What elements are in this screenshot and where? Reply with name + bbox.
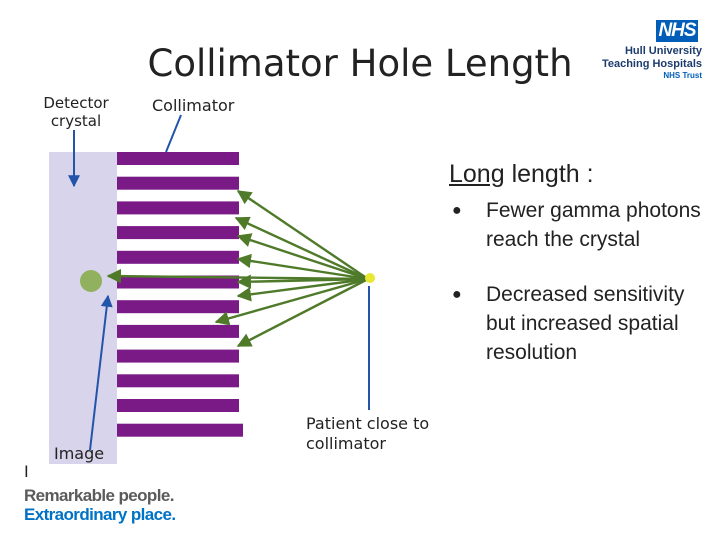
gamma-ray-arrow <box>236 277 369 348</box>
gamma-ray-arrow <box>234 216 369 281</box>
logo-line-3: NHS Trust <box>663 71 702 80</box>
gamma-ray-arrow <box>236 190 369 280</box>
gamma-rays <box>106 190 369 348</box>
slide-title: Collimator Hole Length <box>147 42 573 85</box>
gamma-ray-arrow <box>236 274 369 289</box>
collimator-septum <box>117 250 239 264</box>
pointer-line <box>89 294 113 451</box>
label-pointers <box>68 114 370 451</box>
image-point <box>80 270 102 292</box>
pointer-line <box>165 114 182 153</box>
nhs-badge: NHS <box>656 20 698 42</box>
heading-underlined-word: Long <box>449 160 505 188</box>
collimator-septum <box>117 275 239 289</box>
collimator-septum <box>117 374 239 388</box>
collimator-septum <box>117 176 239 190</box>
collimator-septum <box>117 201 239 215</box>
bullet-item: ● Decreased sensitivity but increased spa… <box>452 280 712 367</box>
collimator-septa <box>117 152 243 437</box>
patient-label: Patient close to collimator <box>306 414 430 453</box>
detector-crystal-label: Detector crystal <box>43 94 109 130</box>
gamma-ray-arrow <box>236 233 369 281</box>
bullet-icon: ● <box>452 202 462 219</box>
bullet-list: ● Fewer gamma photons reach the crystal ●… <box>452 196 712 393</box>
heading-rest: length : <box>504 160 594 188</box>
bullet-item: ● Fewer gamma photons reach the crystal <box>452 196 712 254</box>
gamma-ray-arrow <box>236 253 369 281</box>
gamma-ray-arrow <box>236 277 369 302</box>
trust-slogan: Remarkable people. Extraordinary place. <box>24 486 176 524</box>
bullet-icon: ● <box>452 286 462 303</box>
bullet-text: Decreased sensitivity but increased spat… <box>486 283 685 364</box>
gamma-source <box>365 273 375 283</box>
collimator-septum <box>117 423 243 437</box>
logo-line-2: Teaching Hospitals <box>601 58 702 70</box>
gamma-ray-arrow <box>214 277 369 326</box>
text-cursor-icon: I <box>24 462 29 481</box>
slogan-line-2: Extraordinary place. <box>24 505 176 524</box>
slogan-line-1: Remarkable people. <box>24 486 174 505</box>
collimator-septum <box>117 399 239 412</box>
collimator-label: Collimator <box>152 96 235 115</box>
collimator-septum <box>117 324 239 338</box>
bullet-text: Fewer gamma photons reach the crystal <box>486 199 701 251</box>
collimator-septum <box>117 349 239 363</box>
collimator-septum <box>117 226 239 240</box>
logo-line-1: Hull University <box>624 45 702 57</box>
collimator-septum <box>117 152 239 165</box>
collimator-septum <box>117 300 239 314</box>
long-length-heading: Long length : <box>449 160 594 189</box>
image-label: Image <box>54 444 105 463</box>
